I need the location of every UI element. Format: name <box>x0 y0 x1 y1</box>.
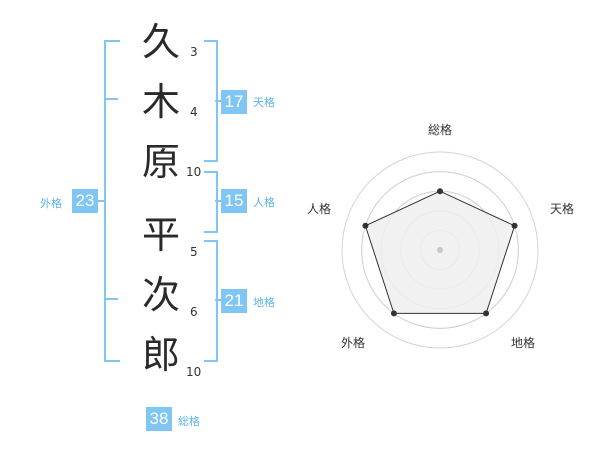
radar-axis-label-gaikaku: 外格 <box>341 336 366 350</box>
chikaku-label: 地格 <box>253 296 275 309</box>
radar-axis-label-soukaku: 総格 <box>428 123 453 137</box>
gaikaku-connector <box>97 200 105 202</box>
radar-point-4 <box>390 310 397 317</box>
stroke-count-3: 10 <box>186 165 202 179</box>
gaikaku-label: 外格 <box>40 197 62 210</box>
soukaku-score: 38 <box>146 407 172 431</box>
chikaku-score: 21 <box>221 289 247 313</box>
gaikaku-tick-1 <box>104 98 118 100</box>
name-char-4: 平 <box>141 213 180 257</box>
radar-points <box>362 188 518 317</box>
tenkaku-score: 17 <box>221 90 247 114</box>
tenkaku-label: 天格 <box>253 96 275 109</box>
radar-center-dot <box>437 247 443 253</box>
radar-chart <box>341 151 539 349</box>
gaikaku-score: 23 <box>72 189 98 213</box>
stroke-count-6: 10 <box>186 365 202 379</box>
name-char-5: 次 <box>141 273 180 317</box>
jinkaku-connector <box>215 200 223 202</box>
radar-axis-label-jinkaku: 人格 <box>307 202 332 216</box>
radar-axis-label-tenkaku: 天格 <box>550 202 575 216</box>
jinkaku-label: 人格 <box>253 196 275 209</box>
radar-axis-label-chikaku: 地格 <box>511 336 536 350</box>
radar-point-5 <box>362 222 369 229</box>
name-char-3: 原 <box>141 140 180 184</box>
name-char-1: 久 <box>141 20 180 64</box>
jinkaku-bracket <box>204 171 218 233</box>
stroke-count-4: 5 <box>190 245 198 259</box>
gaikaku-tick-2 <box>104 298 118 300</box>
radar-inner-ring-4 <box>361 171 519 329</box>
radar-point-1 <box>437 188 443 195</box>
name-char-2: 木 <box>141 80 180 124</box>
chikaku-bracket <box>204 240 218 362</box>
stroke-count-2: 4 <box>190 105 198 119</box>
stroke-count-1: 3 <box>190 45 198 59</box>
chikaku-connector <box>215 299 223 301</box>
tenkaku-connector <box>215 100 223 102</box>
name-char-6: 郎 <box>141 333 180 377</box>
soukaku-label: 総格 <box>178 415 200 428</box>
gaikaku-bracket <box>104 40 120 362</box>
jinkaku-score: 15 <box>221 189 247 213</box>
radar-point-3 <box>483 310 490 317</box>
stroke-count-5: 6 <box>190 305 198 319</box>
radar-point-2 <box>511 222 518 229</box>
